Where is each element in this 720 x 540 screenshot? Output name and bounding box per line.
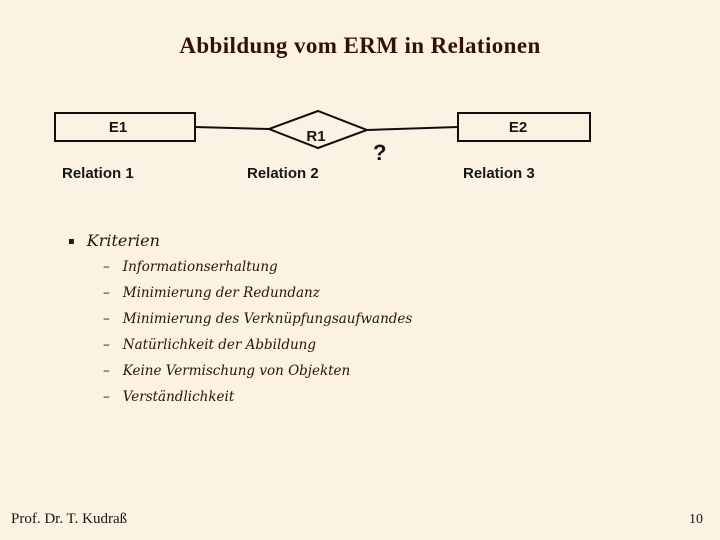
bullet-subitem-label: Natürlichkeit der Abbildung [122,337,316,353]
bullet-subitem: –Keine Vermischung von Objekten [103,358,412,384]
entity-e2-label: E2 [509,119,527,136]
bullet-subitem-label: Informationserhaltung [122,259,278,275]
bullet-subitem-label: Minimierung des Verknüpfungsaufwandes [122,311,413,327]
bullet-subitem: –Minimierung des Verknüpfungsaufwandes [103,306,412,332]
bullet-heading-label: Kriterien [86,231,160,250]
bullet-subitem: –Minimierung der Redundanz [103,280,412,306]
bullet-heading: ▪ Kriterien [68,231,160,250]
erm-diagram: E1 R1 E2 [54,109,591,150]
dash-bullet-icon: – [103,363,110,379]
dash-bullet-icon: – [103,285,110,301]
dash-bullet-icon: – [103,389,110,405]
bullet-subitem-label: Verständlichkeit [122,389,235,405]
slide-title: Abbildung vom ERM in Relationen [179,33,541,58]
connector-r1-e2 [366,126,459,131]
bullet-subitem: –Natürlichkeit der Abbildung [103,332,412,358]
connector-e1-r1 [194,126,270,130]
bullet-sublist: –Informationserhaltung –Minimierung der … [103,254,412,410]
entity-e1-box [54,112,196,142]
entity-e1-label: E1 [109,119,127,136]
relationship-r1-label: R1 [306,128,325,145]
relationship-r1-diamond [266,109,370,150]
bullet-subitem: –Informationserhaltung [103,254,412,280]
relation-2-label: Relation 2 [247,165,319,182]
relation-3-label: Relation 3 [463,165,535,182]
entity-e2-box [457,112,591,142]
footer-author: Prof. Dr. T. Kudraß [11,511,128,527]
relation-1-label: Relation 1 [62,165,134,182]
square-bullet-icon: ▪ [68,236,75,247]
dash-bullet-icon: – [103,337,110,353]
bullet-subitem-label: Keine Vermischung von Objekten [122,363,351,379]
bullet-subitem-label: Minimierung der Redundanz [122,285,320,301]
page-number: 10 [689,512,703,527]
bullet-subitem: –Verständlichkeit [103,384,412,410]
dash-bullet-icon: – [103,311,110,327]
question-mark: ? [373,140,387,165]
dash-bullet-icon: – [103,259,110,275]
